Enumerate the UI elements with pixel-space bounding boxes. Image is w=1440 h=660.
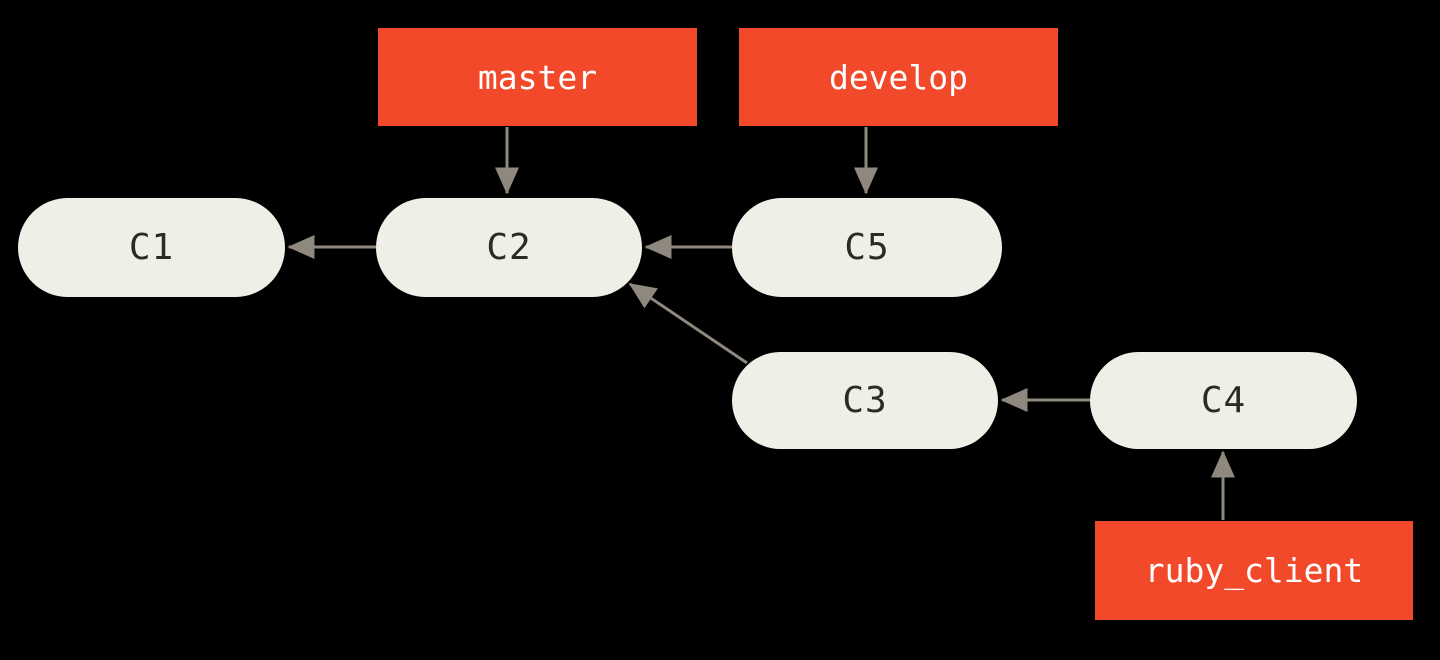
commit-label: C2 xyxy=(486,227,532,268)
branch-ref-label: develop xyxy=(828,57,969,97)
commit-label: C1 xyxy=(128,227,175,268)
edge-c3-to-c2-arrow xyxy=(628,282,748,365)
commit-node-c2: C2 xyxy=(376,198,642,297)
branch-ref-label: ruby_client xyxy=(1144,551,1364,590)
commit-node-c4: C4 xyxy=(1090,352,1357,449)
branch-ref-master: master xyxy=(378,28,697,126)
commit-node-c1: C1 xyxy=(18,198,285,297)
commit-node-c5: C5 xyxy=(732,198,1002,297)
commit-node-c3: C3 xyxy=(732,352,998,449)
commit-label: C3 xyxy=(842,380,888,421)
commit-label: C5 xyxy=(844,227,890,268)
commit-label: C4 xyxy=(1200,380,1247,421)
branch-ref-develop: develop xyxy=(739,28,1058,126)
branch-ref-label: master xyxy=(477,57,598,97)
branch-ref-ruby-client: ruby_client xyxy=(1095,521,1413,620)
